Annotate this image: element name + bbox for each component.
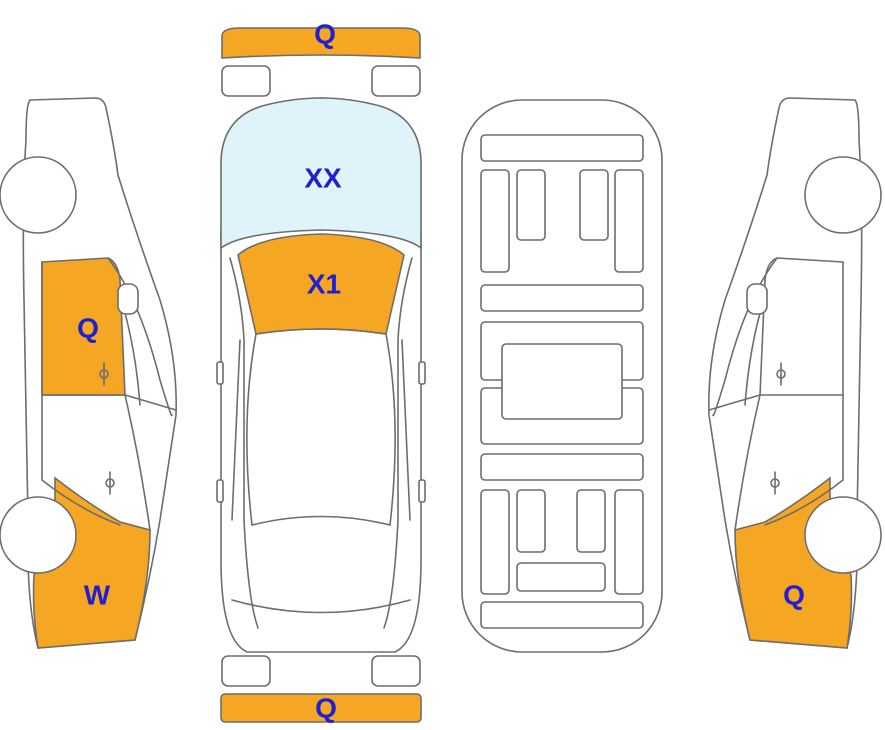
left-rear-quarter-code: W [84, 579, 111, 610]
right-rear-wheel [804, 496, 882, 574]
left-side-view [0, 97, 177, 649]
rear-left-light [221, 655, 271, 687]
left-front-door-code: Q [77, 312, 99, 343]
windshield-code: XX [304, 162, 342, 193]
top-view [216, 27, 426, 723]
left-front-wheel [0, 156, 77, 234]
rear-bumper-panel[interactable] [220, 693, 422, 723]
front-right-light [371, 65, 421, 97]
hood-code: X1 [307, 268, 341, 299]
front-bumper-code: Q [314, 18, 336, 49]
windshield-panel[interactable] [220, 97, 422, 250]
underside-view [461, 99, 663, 653]
left-rear-wheel [0, 496, 77, 574]
rear-bumper-code: Q [315, 692, 337, 723]
front-bumper-panel[interactable] [221, 27, 421, 59]
right-front-wheel [804, 156, 882, 234]
right-rear-quarter-code: Q [783, 579, 805, 610]
right-side-view [708, 97, 882, 649]
front-left-light [221, 65, 271, 97]
rear-right-light [371, 655, 421, 687]
